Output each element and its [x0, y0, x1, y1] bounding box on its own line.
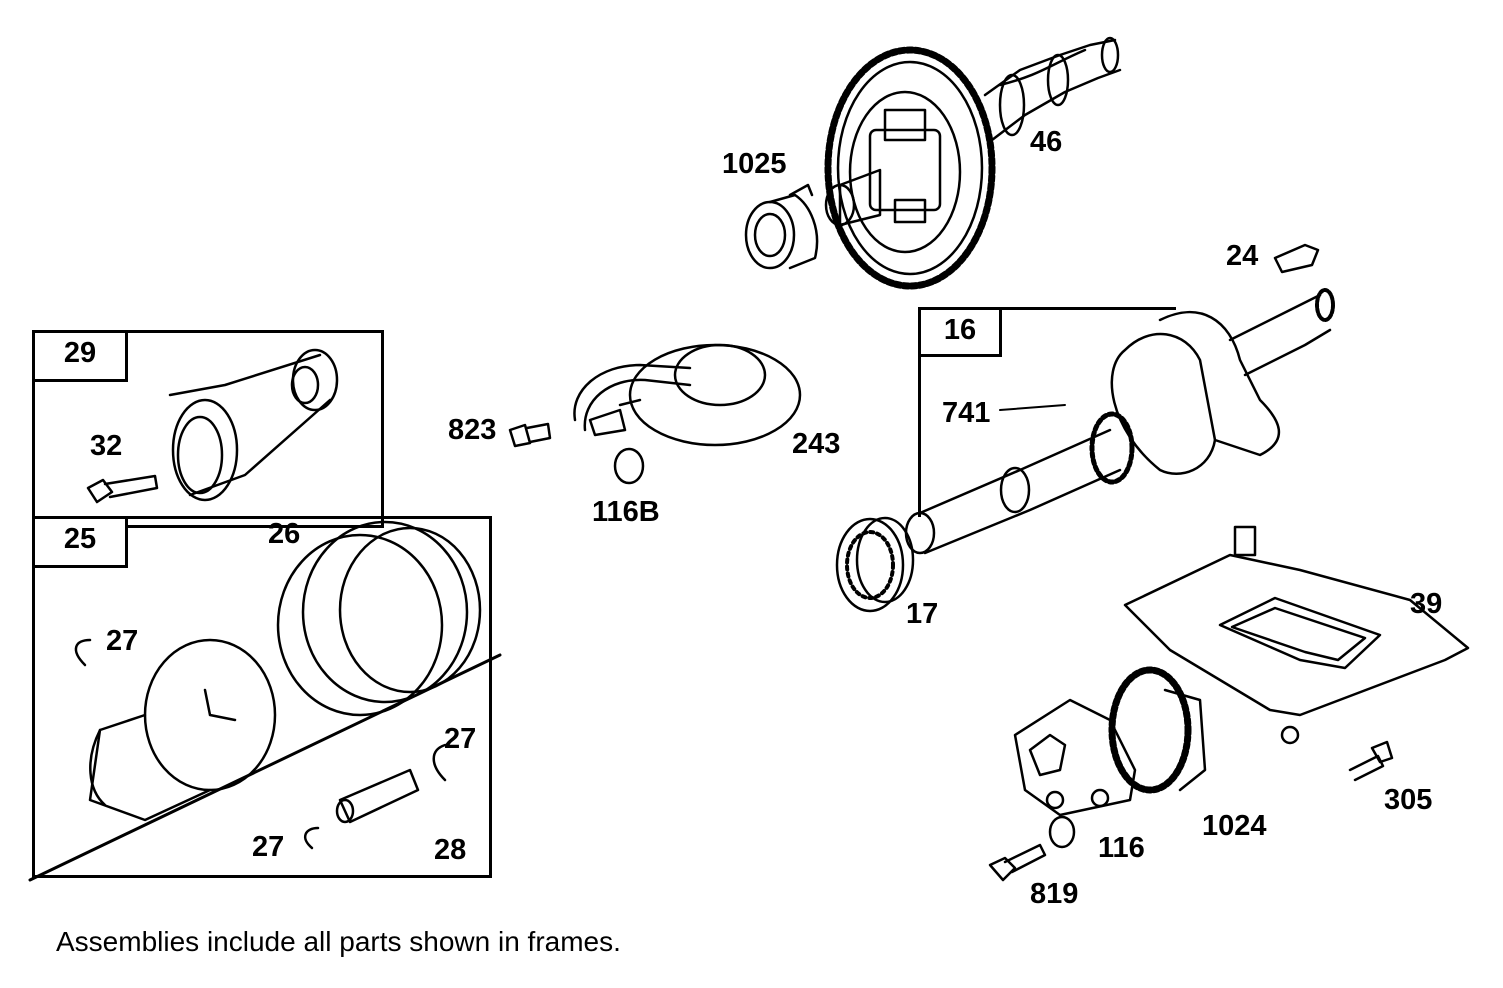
leader-741: [999, 404, 1066, 411]
frame-25-tag: 25: [32, 516, 128, 568]
part-819-bolt-drawing: [988, 843, 1047, 882]
label-116B: 116B: [592, 496, 660, 528]
label-1024: 1024: [1202, 810, 1267, 842]
label-819: 819: [1030, 878, 1079, 910]
label-39: 39: [1410, 588, 1443, 620]
part-116B-washer-drawing: [613, 447, 645, 485]
part-24-key-drawing: [1273, 243, 1320, 274]
label-1025: 1025: [722, 148, 787, 180]
label-27-c: 27: [252, 831, 285, 863]
label-27-a: 27: [106, 625, 139, 657]
camshaft-gear-drawing: [824, 36, 1122, 290]
part-823-screw-drawing: [508, 422, 552, 448]
frame-16: [918, 307, 1176, 517]
label-823: 823: [448, 414, 497, 446]
label-26: 26: [268, 518, 301, 550]
label-741: 741: [942, 397, 991, 429]
part-28-pin-drawing: [335, 768, 420, 824]
part-243-drawing: [573, 343, 802, 447]
label-116: 116: [1098, 832, 1145, 864]
part-32-bolt-drawing: [86, 474, 159, 504]
part-1024-oil-pump-drawing: [1013, 666, 1207, 817]
part-27-clip-c-drawing: [303, 826, 320, 850]
label-28: 28: [434, 834, 467, 866]
label-32: 32: [90, 430, 123, 462]
part-27-clip-b-drawing: [432, 743, 447, 782]
part-116-washer-drawing: [1048, 815, 1076, 849]
label-24: 24: [1226, 240, 1259, 272]
crankshaft-drawing: [904, 288, 1335, 555]
frame-29-tag: 29: [32, 330, 128, 382]
part-27-clip-a-drawing: [74, 638, 92, 667]
frame-29: [32, 330, 384, 528]
label-243: 243: [792, 428, 841, 460]
label-17: 17: [906, 598, 939, 630]
label-27-b: 27: [444, 723, 477, 755]
part-39-plate-drawing: [1123, 525, 1470, 745]
part-1025-drawing: [744, 183, 819, 270]
part-305-bolt-drawing: [1348, 740, 1394, 782]
assemblies-note: Assemblies include all parts shown in fr…: [56, 926, 621, 957]
label-46: 46: [1030, 126, 1063, 158]
part-29-connecting-rod-drawing: [168, 348, 339, 502]
part-17-bearing-drawing: [835, 516, 915, 613]
frame-16-tag: 16: [918, 307, 1002, 357]
part-26-rings-drawing: [276, 520, 482, 717]
label-305: 305: [1384, 784, 1433, 816]
frame-25: [32, 516, 492, 878]
